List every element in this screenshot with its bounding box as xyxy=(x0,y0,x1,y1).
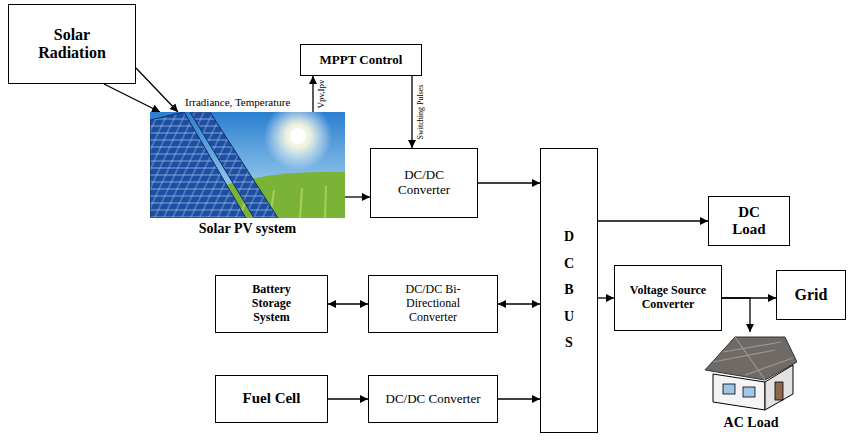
signal-label: Switching Pulses xyxy=(417,85,426,140)
source-box: Fuel Cell xyxy=(215,375,328,423)
connector xyxy=(478,182,540,183)
node-text: DC/DC Converter xyxy=(383,168,465,198)
converter-box: DC/DC Converter xyxy=(370,148,478,218)
connector xyxy=(328,398,368,399)
connector xyxy=(104,84,160,112)
converter-box: DC/DC Converter xyxy=(368,375,498,423)
connector xyxy=(136,68,178,112)
connector xyxy=(498,303,540,304)
node-text: DC Load xyxy=(731,204,767,239)
node-text: DC/DC Bi-Directional Converter xyxy=(383,283,483,324)
input-label: Irradiance, Temperature xyxy=(185,96,290,108)
connector xyxy=(312,76,313,112)
connector xyxy=(722,298,750,332)
control-box: MPPT Control xyxy=(300,44,422,76)
signal-label: Vpv,Ipv xyxy=(317,79,327,108)
node-text: Grid xyxy=(783,286,839,304)
node-text: DC BUS xyxy=(562,224,576,357)
node-text: Solar PV system xyxy=(199,221,296,237)
connector xyxy=(345,196,370,197)
node-text: Voltage Source Converter xyxy=(629,284,707,312)
connector xyxy=(598,220,708,221)
converter-box: Voltage Source Converter xyxy=(614,265,722,331)
node-text: AC Load xyxy=(724,415,779,431)
node-text: Fuel Cell xyxy=(222,390,321,407)
converter-box: DC/DC Bi-Directional Converter xyxy=(368,275,498,333)
node-text: Solar Radiation xyxy=(34,26,110,63)
pv-panel: Solar PV system xyxy=(150,112,345,218)
solar-panel-picture xyxy=(150,112,345,218)
connector xyxy=(411,76,412,148)
house-picture xyxy=(705,332,797,412)
grid-box: Grid xyxy=(776,270,846,320)
storage-box: Battery Storage System xyxy=(215,275,328,333)
ac-load-house: AC Load xyxy=(705,332,797,412)
connector xyxy=(328,303,368,304)
node-text: DC/DC Converter xyxy=(381,392,485,407)
connector xyxy=(598,297,614,298)
connector xyxy=(498,398,540,399)
load-box: DC Load xyxy=(708,196,790,246)
node-text: Battery Storage System xyxy=(246,283,297,324)
source-box: Solar Radiation xyxy=(8,4,136,84)
node-text: MPPT Control xyxy=(307,53,415,68)
dc-bus: DC BUS xyxy=(540,148,598,433)
